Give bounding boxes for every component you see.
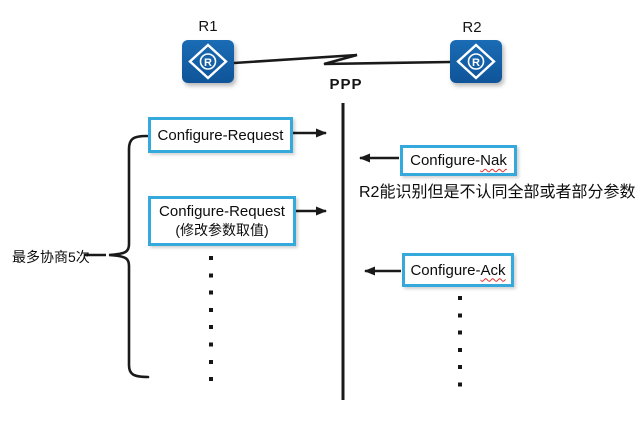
- ellipsis-dots-left: [209, 256, 213, 382]
- configure-ack-suffix: Ack: [480, 261, 506, 279]
- configure-ack-prefix: Configure-: [410, 261, 481, 279]
- router-diamond-shape: [188, 43, 228, 80]
- ppp-link-line: [233, 53, 451, 66]
- ppp-link-label: PPP: [329, 76, 363, 93]
- max-negotiation-annotation: 最多协商5次: [12, 249, 90, 265]
- brace-left: [108, 134, 150, 379]
- router-symbol: R: [204, 57, 212, 69]
- router-circle-shape: [467, 53, 485, 70]
- configure-nak-label: Configure-Nak: [410, 151, 507, 170]
- ellipsis-dots-right: [458, 296, 462, 387]
- configure-nak-box: Configure-Nak: [400, 145, 517, 176]
- configure-request2-line1: Configure-Request: [159, 203, 285, 220]
- configure-request2-box: Configure-Request (修改参数取值): [148, 196, 296, 246]
- configure-ack-box: Configure-Ack: [402, 253, 514, 287]
- router2-label: R2: [462, 19, 482, 36]
- router1-label: R1: [198, 18, 218, 35]
- configure-ack-label: Configure-Ack: [410, 261, 505, 280]
- configure-request1-box: Configure-Request: [148, 117, 293, 153]
- configure-nak-suffix: Nak: [480, 152, 507, 169]
- configure-nak-prefix: Configure-: [410, 152, 481, 169]
- router1-icon: R: [182, 40, 234, 83]
- configure-request1-label: Configure-Request: [157, 126, 284, 144]
- router-circle-shape: [199, 53, 217, 70]
- router2-icon: R: [450, 40, 502, 83]
- nak-note-text: R2能识别但是不认同全部或者部分参数: [359, 184, 636, 201]
- router-diamond-shape: [456, 43, 496, 80]
- configure-request2-line2: (修改参数取值): [175, 222, 269, 238]
- router-symbol: R: [472, 57, 480, 69]
